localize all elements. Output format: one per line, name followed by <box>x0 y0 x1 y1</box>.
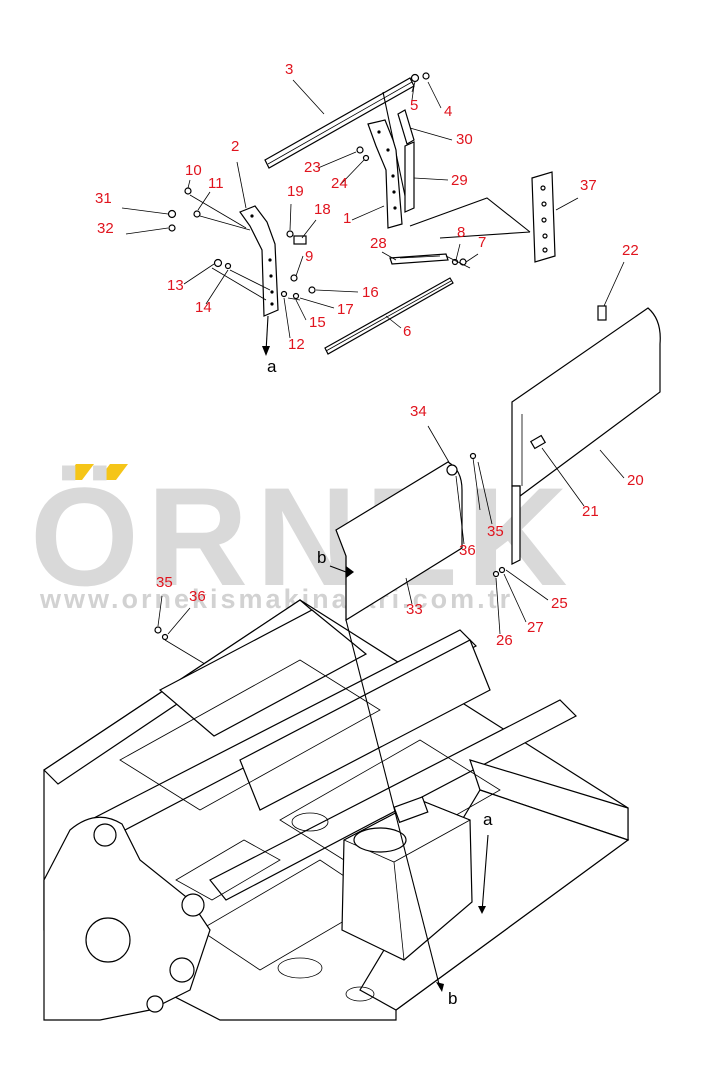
callout-24: 24 <box>331 175 348 192</box>
callout-29: 29 <box>451 172 468 189</box>
callout-14: 14 <box>195 299 212 316</box>
watermark: ÖRNEK www.ornekismakinalari.com.tr <box>30 458 576 615</box>
callout-37: 37 <box>580 177 597 194</box>
leader-lines <box>121 79 625 635</box>
side-covers <box>335 305 661 622</box>
watermark-accent-right <box>98 464 128 480</box>
reference-letter-a: a <box>483 810 493 829</box>
callout-30: 30 <box>456 131 473 148</box>
upper-assembly <box>167 72 556 356</box>
callout-12: 12 <box>288 336 305 353</box>
callout-32: 32 <box>97 220 114 237</box>
callout-27: 27 <box>527 619 544 636</box>
watermark-accent-left <box>64 464 94 480</box>
watermark-url: www.ornekismakinalari.com.tr <box>39 584 513 614</box>
callout-16: 16 <box>362 284 379 301</box>
callout-18: 18 <box>314 201 331 218</box>
callout-20: 20 <box>627 472 644 489</box>
callout-23: 23 <box>304 159 321 176</box>
reference-letters: a b a b <box>267 357 493 1008</box>
callout-1: 1 <box>343 210 351 227</box>
part-1-bracket <box>367 119 403 229</box>
part-37-plate <box>531 171 556 263</box>
callout-33: 33 <box>406 601 423 618</box>
callout-2: 2 <box>231 138 239 155</box>
part-22-clip <box>597 305 607 321</box>
callout-13: 13 <box>167 277 184 294</box>
reference-letter-b: b <box>448 989 457 1008</box>
callout-34: 34 <box>410 403 427 420</box>
callout-7: 7 <box>478 234 486 251</box>
callout-35: 35 <box>487 523 504 540</box>
callout-8: 8 <box>457 224 465 241</box>
callout-26: 26 <box>496 632 513 649</box>
callout-31: 31 <box>95 190 112 207</box>
callout-5: 5 <box>410 97 418 114</box>
callout-9: 9 <box>305 248 313 265</box>
machine-frame <box>43 565 630 1021</box>
callout-22: 22 <box>622 242 639 259</box>
callout-36: 36 <box>189 588 206 605</box>
callout-36: 36 <box>459 542 476 559</box>
callout-25: 25 <box>551 595 568 612</box>
reference-letter-a: a <box>267 357 277 376</box>
callout-21: 21 <box>582 503 599 520</box>
callout-4: 4 <box>444 103 452 120</box>
part-2-bracket <box>239 205 279 317</box>
callout-17: 17 <box>337 301 354 318</box>
watermark-brand: ÖRNEK <box>30 458 576 615</box>
callout-28: 28 <box>370 235 387 252</box>
part-29-strip <box>404 141 415 213</box>
callout-19: 19 <box>287 183 304 200</box>
part-20-side-cover <box>511 307 661 498</box>
callout-10: 10 <box>185 162 202 179</box>
callout-6: 6 <box>403 323 411 340</box>
part-30-strip <box>397 109 415 145</box>
callout-11: 11 <box>208 175 224 192</box>
reference-letter-b: b <box>317 548 326 567</box>
part-21-latch <box>529 434 547 450</box>
part-28-rail <box>389 253 449 265</box>
callout-3: 3 <box>285 61 293 78</box>
callout-35: 35 <box>156 574 173 591</box>
callout-15: 15 <box>309 314 326 331</box>
